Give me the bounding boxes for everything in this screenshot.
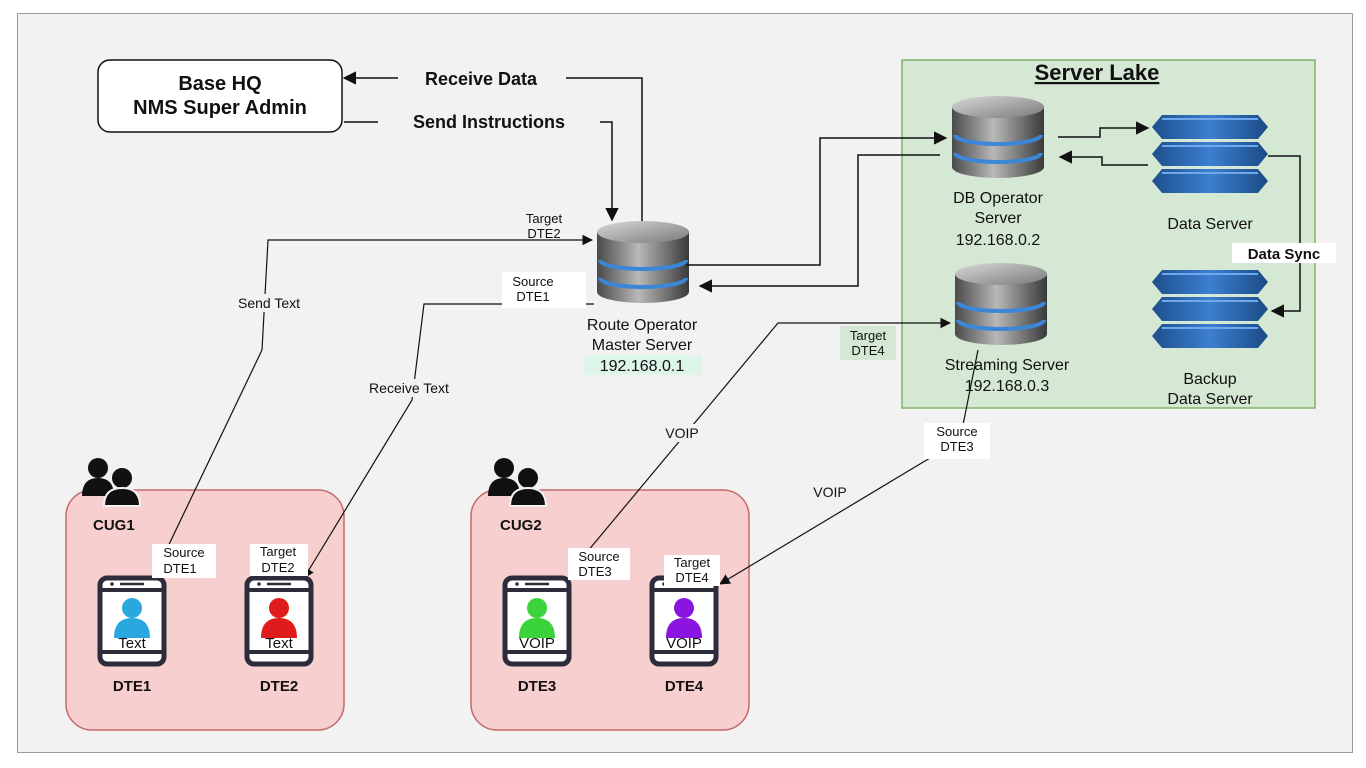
edge-source-dte3-label: Source	[936, 424, 977, 439]
voip-left-label: VOIP	[665, 425, 698, 441]
edge-target-dte4-label: Target	[850, 328, 887, 343]
db-server-ip: 192.168.0.2	[956, 232, 1041, 249]
backup-server-name: Data Server	[1167, 391, 1253, 408]
data-server-name: Data Server	[1167, 216, 1253, 233]
users-group-icon	[488, 458, 548, 507]
dte4-label: DTE4	[665, 678, 704, 695]
route-to-db-arrow	[686, 131, 948, 266]
dte2-label: DTE2	[260, 678, 298, 695]
dte4-tag: Target	[674, 555, 711, 570]
edge-target-dte2-label: Target	[526, 211, 563, 226]
route-server-name: Route Operator	[587, 317, 698, 334]
dte2-screen-text: Text	[265, 635, 293, 652]
base-hq-title: Base HQ	[178, 73, 261, 95]
streaming-server-name: Streaming Server	[945, 357, 1070, 374]
dte3-screen-text: VOIP	[519, 635, 555, 652]
receive-data-arrow	[342, 71, 643, 225]
data-sync-arrow	[1268, 155, 1301, 318]
db-to-data-arrow	[1058, 121, 1150, 138]
server-lake-title: Server Lake	[1035, 60, 1160, 85]
dte3-tag: Source	[578, 549, 619, 564]
db-server-icon	[950, 94, 1046, 180]
route-server-name: Master Server	[592, 337, 693, 354]
voip-right-label: VOIP	[813, 484, 846, 500]
edge-source-dte3-label: DTE3	[940, 439, 973, 454]
users-group-icon	[82, 458, 142, 507]
base-hq-box	[97, 59, 343, 133]
dte3-tag: DTE3	[578, 564, 611, 579]
db-server-name: DB Operator	[953, 190, 1043, 207]
dte2-tag: Target	[260, 544, 297, 559]
dte1-tag: Source	[163, 545, 204, 560]
data-server-icon	[1151, 114, 1269, 194]
edge-target-dte2-label: DTE2	[527, 226, 560, 241]
dte1-device: Text	[97, 575, 167, 667]
dte1-screen-text: Text	[118, 635, 146, 652]
edge-source-dte1-label: DTE1	[516, 289, 549, 304]
dte2-tag: DTE2	[261, 560, 294, 575]
base-hq-subtitle: NMS Super Admin	[133, 97, 307, 119]
backup-server-icon	[1151, 269, 1269, 349]
voip-to-streaming-arrow	[571, 317, 952, 571]
cug2-label: CUG2	[500, 517, 542, 534]
backup-server-name: Backup	[1183, 371, 1236, 388]
receive-text-label: Receive Text	[369, 380, 449, 396]
edge-target-dte4-label: DTE4	[851, 343, 884, 358]
dte4-screen-text: VOIP	[666, 635, 702, 652]
dte2-device: Text	[244, 575, 314, 667]
cug2-group	[470, 489, 750, 731]
dte4-tag: DTE4	[675, 570, 708, 585]
data-sync-label: Data Sync	[1248, 246, 1321, 263]
dte3-label: DTE3	[518, 678, 556, 695]
db-to-route-arrow	[698, 154, 940, 293]
send-instructions-label: Send Instructions	[413, 112, 565, 132]
dte3-device: VOIP	[502, 575, 572, 667]
dte4-device: VOIP	[649, 575, 719, 667]
route-server-ip: 192.168.0.1	[600, 358, 685, 375]
send-text-label: Send Text	[238, 295, 300, 311]
streaming-server-ip: 192.168.0.3	[965, 378, 1050, 395]
route-server-icon	[595, 219, 691, 305]
edge-source-dte1-label: Source	[512, 274, 553, 289]
dte1-label: DTE1	[113, 678, 151, 695]
streaming-server-icon	[953, 261, 1049, 347]
receive-data-label: Receive Data	[425, 69, 538, 89]
cug1-label: CUG1	[93, 517, 135, 534]
data-to-db-arrow	[1058, 150, 1148, 166]
send-instructions-arrow	[344, 121, 619, 222]
dte1-tag: DTE1	[163, 561, 196, 576]
db-server-name: Server	[974, 210, 1022, 227]
